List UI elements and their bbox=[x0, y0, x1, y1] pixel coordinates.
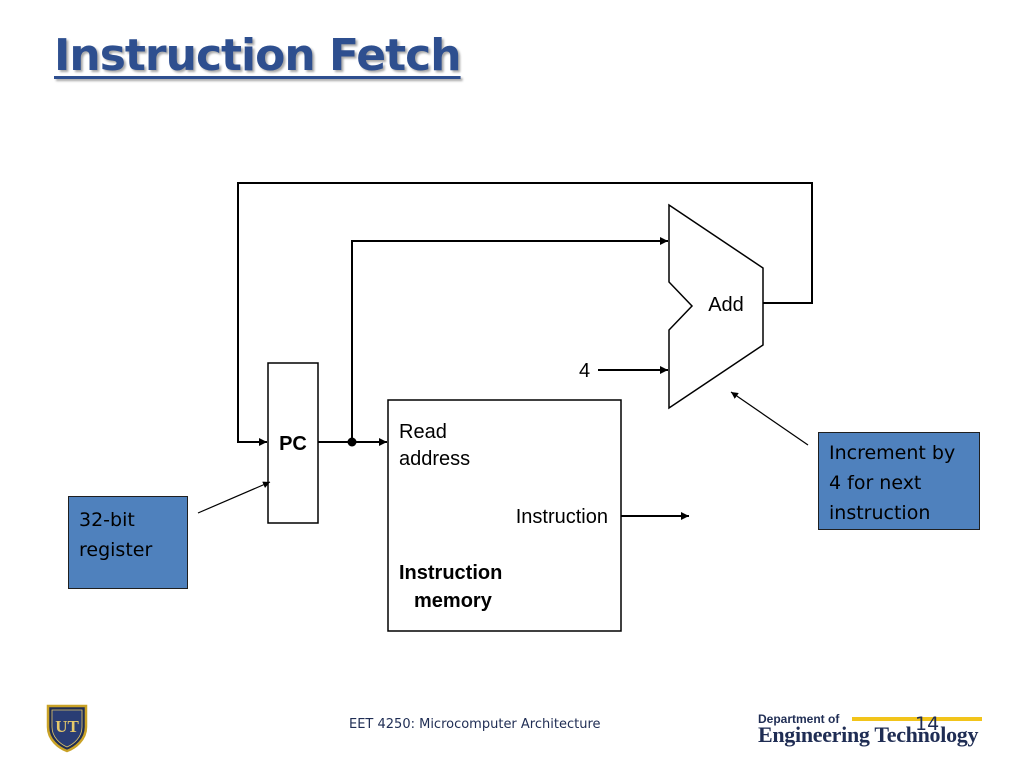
university-shield-logo: UT bbox=[46, 704, 88, 753]
constant-four-label: 4 bbox=[579, 360, 590, 382]
memory-read-label: Read bbox=[399, 421, 447, 443]
department-name: Engineering Technology bbox=[758, 722, 979, 747]
pc-to-adder-wire bbox=[351, 237, 668, 442]
slide-title: Instruction Fetch bbox=[54, 30, 462, 81]
register-callout-line2: register bbox=[79, 539, 153, 561]
course-footer: EET 4250: Microcomputer Architecture bbox=[349, 717, 601, 732]
increment-callout-pointer bbox=[730, 391, 809, 446]
adder-label: Add bbox=[708, 294, 744, 316]
department-accent-bar bbox=[852, 717, 982, 721]
logo-lettering: UT bbox=[55, 717, 79, 736]
increment-callout: Increment by 4 for next instruction bbox=[818, 432, 980, 530]
memory-output-label: Instruction bbox=[516, 506, 608, 528]
adder-block bbox=[668, 203, 764, 410]
department-label: Department of bbox=[758, 712, 840, 726]
increment-callout-line1: Increment by bbox=[829, 442, 956, 464]
register-callout-pointer bbox=[197, 481, 271, 514]
increment-callout-line2: 4 for next bbox=[829, 472, 922, 494]
memory-address-label: address bbox=[399, 448, 470, 470]
pc-label: PC bbox=[279, 433, 307, 455]
adder-feedback-wire bbox=[237, 182, 813, 446]
pc-register bbox=[267, 362, 319, 524]
slide-number: 14 bbox=[915, 713, 940, 735]
register-callout: 32-bit register bbox=[68, 496, 188, 589]
instruction-memory-block bbox=[387, 399, 622, 632]
increment-callout-line3: instruction bbox=[829, 502, 931, 524]
register-callout-line1: 32-bit bbox=[79, 509, 135, 531]
memory-name-line1: Instruction bbox=[399, 562, 502, 584]
memory-name-line2: memory bbox=[414, 590, 493, 612]
